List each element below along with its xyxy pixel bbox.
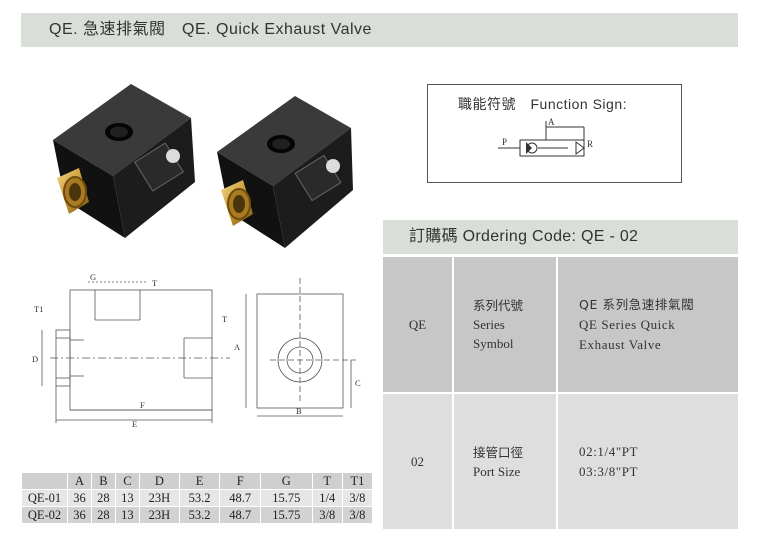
dimension-table-header: A B C D E F G T T1 <box>21 472 374 490</box>
header-cell: A <box>67 472 92 490</box>
desc-line2: QE Series Quick <box>579 316 676 332</box>
port-a-label: A <box>548 117 555 127</box>
value-cell: 36 <box>67 489 92 507</box>
value-cell: 53.2 <box>178 506 221 524</box>
value-cell: 3/8 <box>341 506 374 524</box>
value-cell: 48.7 <box>219 506 261 524</box>
model-cell: QE-02 <box>21 506 68 524</box>
ordering-code-title: 訂購碼 Ordering Code: QE - 02 <box>383 220 738 254</box>
ordering-desc-cell: QE 系列急速排氣閥 QE Series Quick Exhaust Valve <box>558 257 738 392</box>
label-en-line1: Series <box>473 317 505 332</box>
value-cell: 28 <box>90 489 116 507</box>
value-cell: 48.7 <box>219 489 261 507</box>
header-cell: G <box>259 472 313 490</box>
dim-label-b: B <box>296 406 302 416</box>
port-r-label: R <box>587 139 593 149</box>
dim-label-a: A <box>234 342 241 352</box>
value-cell: 3/8 <box>311 506 343 524</box>
value-cell: 36 <box>67 506 92 524</box>
value-cell: 53.2 <box>178 489 221 507</box>
header-cell: C <box>114 472 140 490</box>
label-en-line2: Symbol <box>473 336 514 351</box>
value-cell: 15.75 <box>259 506 313 524</box>
desc-line1: 02:1/4"PT <box>579 443 639 459</box>
desc-line1: QE 系列急速排氣閥 <box>579 296 695 312</box>
technical-drawing: G T T T1 D F E A B C <box>32 272 361 429</box>
ordering-row-port-size: 02 接管口徑 Port Size 02:1/4"PT 03:3/8"PT <box>383 394 738 529</box>
ordering-row-series: QE 系列代號 Series Symbol QE 系列急速排氣閥 QE Seri… <box>383 257 738 392</box>
header-cell <box>21 472 68 490</box>
value-cell: 23H <box>138 489 180 507</box>
dim-label-e: E <box>132 419 137 429</box>
value-cell: 1/4 <box>311 489 343 507</box>
table-row: QE-02 36 28 13 23H 53.2 48.7 15.75 3/8 3… <box>21 506 374 524</box>
label-zh: 接管口徑 <box>473 444 524 460</box>
desc-line2: 03:3/8"PT <box>579 463 639 479</box>
function-symbol-diagram: P A R <box>498 117 593 157</box>
value-cell: 13 <box>114 489 140 507</box>
value-cell: 23H <box>138 506 180 524</box>
function-sign-box: 職能符號 Function Sign: P A R <box>427 84 682 183</box>
dim-label-f: F <box>140 400 145 410</box>
value-cell: 13 <box>114 506 140 524</box>
ordering-label-cell: 系列代號 Series Symbol <box>454 257 556 392</box>
ordering-desc-cell: 02:1/4"PT 03:3/8"PT <box>558 394 738 529</box>
label-en-line1: Port Size <box>473 463 521 479</box>
header-cell: T <box>311 472 343 490</box>
product-photo <box>53 84 353 248</box>
dim-label-t-side: T <box>222 314 228 324</box>
dim-label-c: C <box>355 378 361 388</box>
value-cell: 15.75 <box>259 489 313 507</box>
dim-label-t1: T1 <box>34 304 43 314</box>
port-p-label: P <box>502 137 507 147</box>
function-sign-title: 職能符號 Function Sign: <box>458 96 627 112</box>
header-cell: F <box>219 472 261 490</box>
value-cell: 3/8 <box>341 489 374 507</box>
dim-label-t-top: T <box>152 278 158 288</box>
dim-label-g: G <box>90 272 96 282</box>
dimension-table: A B C D E F G T T1 QE-01 36 28 13 23H 53… <box>21 472 374 524</box>
header-cell: E <box>178 472 221 490</box>
valve-2-image <box>217 96 353 248</box>
header-cell: B <box>90 472 116 490</box>
ordering-label-cell: 接管口徑 Port Size <box>454 394 556 529</box>
desc-line3: Exhaust Valve <box>579 336 662 352</box>
value-cell: 28 <box>90 506 116 524</box>
dim-label-d: D <box>32 354 38 364</box>
ordering-code-cell: 02 <box>383 394 452 529</box>
header-cell: D <box>138 472 180 490</box>
label-zh: 系列代號 <box>473 298 524 313</box>
table-row: QE-01 36 28 13 23H 53.2 48.7 15.75 1/4 3… <box>21 489 374 507</box>
header-cell: T1 <box>341 472 374 490</box>
page-title: QE. 急速排氣閥 QE. Quick Exhaust Valve <box>21 13 738 47</box>
ordering-code-cell: QE <box>383 257 452 392</box>
model-cell: QE-01 <box>21 489 68 507</box>
valve-1-image <box>53 84 195 238</box>
